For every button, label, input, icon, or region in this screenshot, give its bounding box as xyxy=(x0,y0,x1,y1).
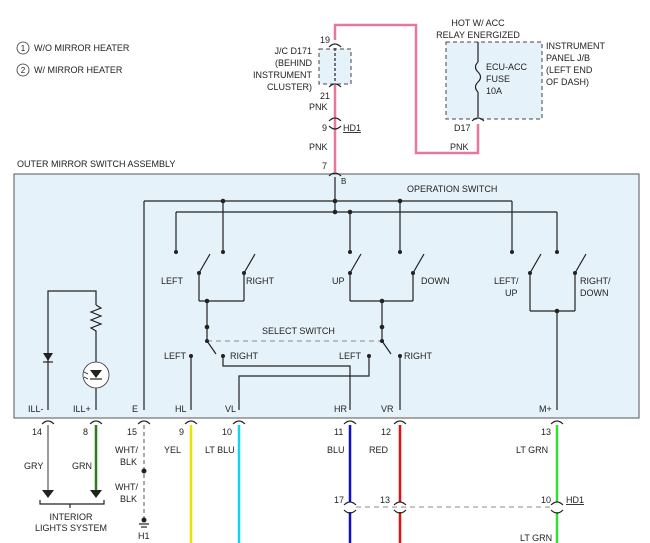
terminal-vr: VR xyxy=(381,404,394,414)
ipjb-label-1: INSTRUMENT xyxy=(546,41,605,51)
color-blu: BLU xyxy=(327,445,345,455)
assembly-title: OUTER MIRROR SWITCH ASSEMBLY xyxy=(17,159,175,169)
interior-label-2: LIGHTS SYSTEM xyxy=(35,523,107,533)
jc-label-2: (BEHIND xyxy=(275,58,313,68)
jc-pin-19: 19 xyxy=(320,35,330,45)
instrument-panel-jb: ECU-ACC FUSE 10A D17 xyxy=(445,41,543,133)
lower-pin-13: 13 xyxy=(380,495,390,505)
legend-text-1: W/O MIRROR HEATER xyxy=(34,43,130,53)
pin-13: 13 xyxy=(541,427,551,437)
select-right-1: RIGHT xyxy=(230,351,259,361)
operation-switch-label: OPERATION SWITCH xyxy=(407,184,497,194)
select-left-2: LEFT xyxy=(339,351,362,361)
assembly-connectors xyxy=(41,420,564,425)
fuse-pin-d17: D17 xyxy=(454,123,471,133)
color-red: RED xyxy=(369,445,389,455)
select-right-2: RIGHT xyxy=(404,351,433,361)
jc-label-3: INSTRUMENT xyxy=(253,70,312,80)
ipjb-label-4: OF DASH) xyxy=(546,77,589,87)
terminal-hr: HR xyxy=(334,404,347,414)
color-grn: GRN xyxy=(72,461,92,471)
select-left-1: LEFT xyxy=(164,351,187,361)
pin-12: 12 xyxy=(381,427,391,437)
resistor-symbol xyxy=(89,304,103,340)
pin-10: 10 xyxy=(222,427,232,437)
color-wht-blk-2: BLK xyxy=(120,457,137,467)
terminal-b: B xyxy=(341,177,346,186)
jc-label-1: J/C D171 xyxy=(274,46,312,56)
legend-marker-2 xyxy=(16,63,30,77)
hd1-connector-symbol xyxy=(328,117,342,130)
terminal-vl: VL xyxy=(225,404,236,414)
color-wht-blk-1: WHT/ xyxy=(115,445,138,455)
switch-circuitry: B xyxy=(43,172,587,410)
op-left-up-2: UP xyxy=(505,288,518,298)
op-right: RIGHT xyxy=(246,276,275,286)
lower-wht-blk-2: BLK xyxy=(120,494,137,504)
select-switch-label: SELECT SWITCH xyxy=(262,326,335,336)
external-wires xyxy=(47,425,559,543)
diode-symbol xyxy=(43,353,53,361)
ground-h1-label: H1 xyxy=(138,531,150,541)
hd1-label: HD1 xyxy=(343,123,361,133)
pnk-wire-fuse-to-jc xyxy=(333,23,480,155)
op-right-down-2: DOWN xyxy=(580,288,609,298)
fuse-label-3: 10A xyxy=(486,86,502,96)
op-right-down-1: RIGHT/ xyxy=(580,276,611,286)
terminal-hl: HL xyxy=(175,404,187,414)
pin-14: 14 xyxy=(32,427,42,437)
pin-8: 8 xyxy=(83,427,88,437)
lower-hd1: HD1 xyxy=(566,495,584,505)
terminal-labels: ILL- ILL+ E HL VL HR VR M+ xyxy=(28,404,552,414)
jc-label-4: CLUSTER) xyxy=(267,82,312,92)
pin-11: 11 xyxy=(334,427,343,437)
fuse-label-2: FUSE xyxy=(486,74,510,84)
op-left-up-1: LEFT/ xyxy=(494,276,519,286)
fuse-label-1: ECU-ACC xyxy=(486,62,528,72)
color-gry: GRY xyxy=(24,461,43,471)
terminal-ill-plus: ILL+ xyxy=(73,404,91,414)
pin-15: 15 xyxy=(127,427,137,437)
internal-labels: OPERATION SWITCH LEFT RIGHT UP DOWN LEFT… xyxy=(161,184,611,361)
legend-marker-1 xyxy=(16,41,30,55)
pin-9-hd1: 9 xyxy=(322,123,327,133)
hot-label-2: RELAY ENERGIZED xyxy=(436,30,520,40)
interior-label-1: INTERIOR xyxy=(49,512,93,522)
fuse-pnk-label: PNK xyxy=(450,142,469,152)
op-left: LEFT xyxy=(161,276,184,286)
pin-9: 9 xyxy=(179,427,184,437)
op-down: DOWN xyxy=(421,276,450,286)
op-up: UP xyxy=(332,276,345,286)
lower-pin-10: 10 xyxy=(541,495,551,505)
pnk-label-upper: PNK xyxy=(309,102,328,112)
ipjb-label-2: PANEL J/B xyxy=(546,53,590,63)
color-yel: YEL xyxy=(164,445,181,455)
hot-label-1: HOT W/ ACC xyxy=(451,18,505,28)
wire-labels: 14 8 15 9 10 11 12 13 GRY GRN WHT/ BLK Y… xyxy=(24,427,551,471)
legend-num-2: 2 xyxy=(21,66,26,75)
color-lt-grn: LT GRN xyxy=(516,445,548,455)
terminal-ill-minus: ILL- xyxy=(28,404,44,414)
outer-mirror-switch-assembly xyxy=(13,173,640,419)
jc-pin-21: 21 xyxy=(320,91,330,101)
pnk-label-lower: PNK xyxy=(309,142,328,152)
terminal-m-plus: M+ xyxy=(539,404,552,414)
lower-hd1-connector: 17 13 10 HD1 LT GRN xyxy=(334,495,584,543)
legend-num-1: 1 xyxy=(21,44,26,53)
ipjb-label-3: (LEFT END xyxy=(546,65,593,75)
legend: 1 W/O MIRROR HEATER 2 W/ MIRROR HEATER xyxy=(16,41,130,77)
fuse-symbol xyxy=(474,61,482,93)
legend-text-2: W/ MIRROR HEATER xyxy=(34,65,123,75)
junction-connector-d171: 19 21 J/C D171 (BEHIND INSTRUMENT CLUSTE… xyxy=(253,35,352,101)
lower-lt-grn: LT GRN xyxy=(520,533,552,543)
pin-7: 7 xyxy=(322,161,327,171)
color-lt-blu: LT BLU xyxy=(205,445,235,455)
lower-wht-blk-1: WHT/ xyxy=(115,482,138,492)
terminal-e: E xyxy=(132,404,138,414)
lower-pin-17: 17 xyxy=(334,495,344,505)
ground-h1: WHT/ BLK H1 xyxy=(115,468,150,541)
interior-lights-system: INTERIOR LIGHTS SYSTEM xyxy=(35,490,107,533)
